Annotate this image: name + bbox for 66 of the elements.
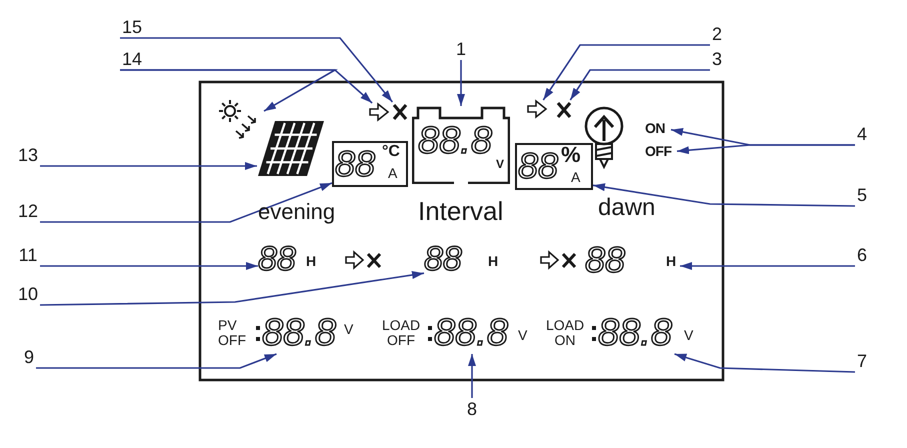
segment-digits: 88 bbox=[585, 242, 626, 278]
segment-digits: 88 bbox=[258, 242, 296, 276]
segment-digits: 88 bbox=[335, 146, 376, 182]
leader-line bbox=[40, 162, 257, 170]
callout-number: 7 bbox=[855, 350, 869, 372]
callout-number: 8 bbox=[465, 398, 479, 420]
segment-digits: 88 bbox=[424, 242, 462, 276]
callout-number: 4 bbox=[855, 123, 869, 145]
callout-number: 6 bbox=[855, 244, 869, 266]
leader-line bbox=[542, 44, 710, 100]
mode-label: PV OFF bbox=[218, 318, 247, 348]
display-caption: evening bbox=[258, 201, 336, 223]
unit-label: V bbox=[344, 322, 354, 336]
status-label: OFF bbox=[645, 143, 677, 160]
callout-number: 5 bbox=[855, 184, 869, 206]
leader-line bbox=[570, 69, 710, 100]
arrow-icon bbox=[369, 103, 389, 121]
mode-label: LOAD ON bbox=[544, 318, 586, 348]
display-box bbox=[332, 141, 408, 187]
unit-label: % bbox=[561, 144, 581, 166]
segment-digits: 88.8 bbox=[598, 314, 672, 352]
cross-icon bbox=[392, 102, 408, 122]
unit-label: V bbox=[518, 328, 528, 342]
unit-label: V bbox=[496, 158, 504, 170]
cross-icon bbox=[556, 100, 573, 120]
callout-number: 3 bbox=[710, 48, 724, 70]
leader-line bbox=[120, 69, 373, 104]
unit-label: H bbox=[666, 254, 676, 268]
display-box bbox=[515, 143, 593, 190]
callout-number: 9 bbox=[22, 346, 36, 368]
leader-line bbox=[457, 60, 465, 106]
solar-panel-icon bbox=[257, 120, 325, 177]
segment-digits: 88.8 bbox=[418, 122, 492, 160]
segment-digits: 88.8 bbox=[262, 314, 336, 352]
callout-number: 11 bbox=[16, 244, 40, 266]
callout-number: 12 bbox=[16, 200, 40, 222]
unit-label: A bbox=[571, 170, 580, 184]
callout-number: 10 bbox=[16, 283, 40, 305]
unit-label: V bbox=[684, 328, 694, 342]
callout-number: 13 bbox=[16, 144, 40, 166]
segment-digits: 88 bbox=[518, 148, 558, 184]
unit-label: H bbox=[488, 254, 498, 268]
unit-label: °C bbox=[382, 144, 400, 160]
unit-label: H bbox=[306, 254, 316, 268]
mode-label: LOAD OFF bbox=[380, 318, 422, 348]
arrow-icon bbox=[527, 100, 547, 118]
display-caption: Interval bbox=[418, 198, 504, 224]
leader-line bbox=[36, 353, 277, 369]
battery-display bbox=[412, 106, 510, 184]
status-label: ON bbox=[645, 120, 671, 137]
unit-label: A bbox=[388, 166, 398, 180]
callout-number: 1 bbox=[454, 38, 468, 60]
callout-number: 14 bbox=[120, 48, 144, 70]
leader-line bbox=[40, 271, 424, 306]
leader-line bbox=[674, 353, 856, 373]
leader-line bbox=[468, 354, 476, 398]
callout-number: 2 bbox=[710, 23, 724, 45]
segment-digits: 88.8 bbox=[434, 314, 508, 352]
leader-line bbox=[120, 37, 394, 102]
leader-line bbox=[680, 262, 855, 270]
callout-number: 15 bbox=[120, 16, 144, 38]
display-caption: dawn bbox=[598, 196, 656, 220]
leader-line bbox=[40, 262, 258, 270]
leader-line bbox=[40, 182, 332, 223]
leader-line bbox=[592, 183, 856, 207]
leader-line bbox=[676, 144, 855, 154]
